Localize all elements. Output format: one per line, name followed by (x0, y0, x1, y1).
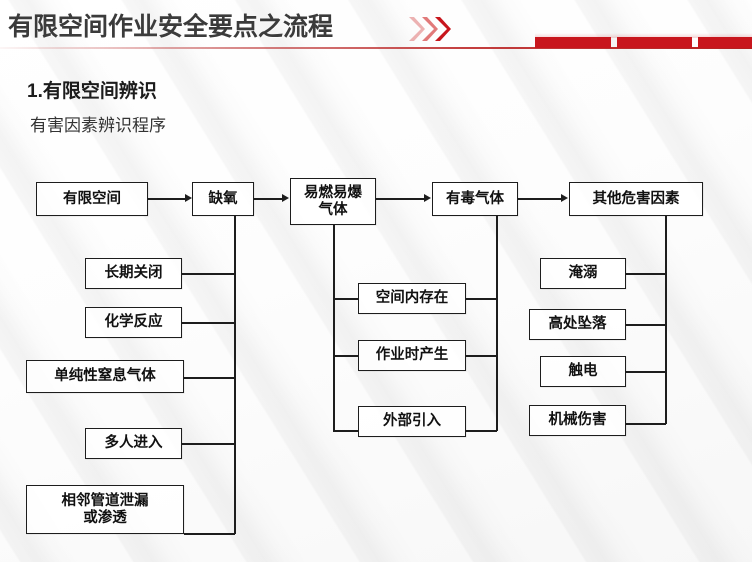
node-electric-shock[interactable]: 触电 (540, 356, 626, 387)
connector-left-2 (182, 322, 235, 324)
node-chemical-reaction[interactable]: 化学反应 (85, 307, 182, 338)
arrow-line-2 (254, 198, 283, 200)
node-label: 空间内存在 (375, 290, 449, 307)
node-label: 淹溺 (568, 265, 598, 282)
connector-left-3 (184, 377, 235, 379)
node-label-line2: 或渗透 (83, 509, 127, 526)
header-accent-block-3 (698, 37, 752, 48)
node-flammable-explosive-gas[interactable]: 易燃易爆 气体 (290, 178, 376, 225)
connector-mid-2-right (466, 355, 497, 357)
node-mechanical-injury[interactable]: 机械伤害 (529, 405, 626, 436)
connector-mid-1-right (466, 298, 497, 300)
node-label: 作业时产生 (375, 347, 449, 364)
connector-right-4 (626, 423, 666, 425)
arrow-head-2 (282, 194, 289, 202)
node-label: 外部引入 (383, 413, 441, 430)
arrow-line-3 (376, 198, 425, 200)
node-external-introduction[interactable]: 外部引入 (358, 406, 466, 437)
node-label: 有毒气体 (446, 190, 504, 207)
arrow-line-1 (148, 198, 186, 200)
connector-mid-2-left (333, 355, 359, 357)
connector-left-1 (182, 273, 235, 275)
header-accent-block-1 (535, 37, 611, 48)
connector-mid-1-left (333, 298, 359, 300)
node-label: 长期关闭 (104, 265, 163, 282)
branch-trunk-toxic (496, 216, 498, 431)
branch-trunk-oxygen (234, 216, 236, 534)
node-label-line2: 气体 (318, 201, 348, 218)
node-label: 触电 (568, 363, 598, 380)
node-label: 机械伤害 (548, 412, 607, 429)
node-simple-asphyxiant-gas[interactable]: 单纯性窒息气体 (26, 360, 184, 393)
connector-mid-3-right (466, 430, 497, 432)
node-multiple-people-entry[interactable]: 多人进入 (85, 428, 182, 459)
arrow-head-3 (424, 194, 431, 202)
node-label-line1: 相邻管道泄漏 (61, 493, 149, 510)
header-blocks-shadow (535, 33, 752, 38)
node-fall-from-height[interactable]: 高处坠落 (529, 309, 626, 340)
node-label: 多人进入 (104, 435, 163, 452)
double-chevron-right-icon (408, 16, 472, 42)
arrow-head-1 (185, 194, 192, 202)
node-adjacent-pipeline-leak[interactable]: 相邻管道泄漏 或渗透 (26, 485, 184, 534)
node-label: 高处坠落 (548, 316, 607, 333)
node-exists-in-space[interactable]: 空间内存在 (358, 283, 466, 314)
header-accent-block-2 (617, 37, 692, 48)
header-accent-blocks (535, 37, 752, 48)
node-label: 单纯性窒息气体 (54, 368, 156, 385)
arrow-head-4 (561, 194, 568, 202)
section-subtitle: 有害因素辨识程序 (30, 116, 166, 135)
connector-right-2 (626, 324, 666, 326)
node-drowning[interactable]: 淹溺 (540, 258, 626, 289)
node-generated-during-work[interactable]: 作业时产生 (358, 340, 466, 371)
node-label: 有限空间 (63, 190, 121, 207)
header-divider (0, 47, 752, 49)
section-title: 1.有限空间辨识 (27, 81, 157, 102)
branch-trunk-flammable (333, 225, 335, 431)
node-label: 化学反应 (104, 314, 163, 331)
node-other-hazard-factors[interactable]: 其他危害因素 (569, 182, 703, 216)
page-title: 有限空间作业安全要点之流程 (8, 13, 334, 41)
connector-left-5 (184, 533, 235, 535)
branch-trunk-other (665, 216, 667, 424)
node-oxygen-deficiency[interactable]: 缺氧 (192, 182, 254, 216)
connector-right-3 (626, 371, 666, 373)
node-label-line1: 易燃易爆 (304, 185, 362, 202)
node-toxic-gas[interactable]: 有毒气体 (432, 182, 518, 216)
node-long-term-closed[interactable]: 长期关闭 (85, 258, 182, 289)
node-label: 缺氧 (208, 190, 238, 207)
connector-left-4 (182, 443, 235, 445)
node-confined-space[interactable]: 有限空间 (36, 182, 148, 216)
arrow-line-4 (518, 198, 562, 200)
node-label: 其他危害因素 (592, 190, 680, 207)
slide-header: 有限空间作业安全要点之流程 (0, 0, 752, 56)
connector-right-1 (626, 273, 666, 275)
connector-mid-3-left (333, 430, 359, 432)
